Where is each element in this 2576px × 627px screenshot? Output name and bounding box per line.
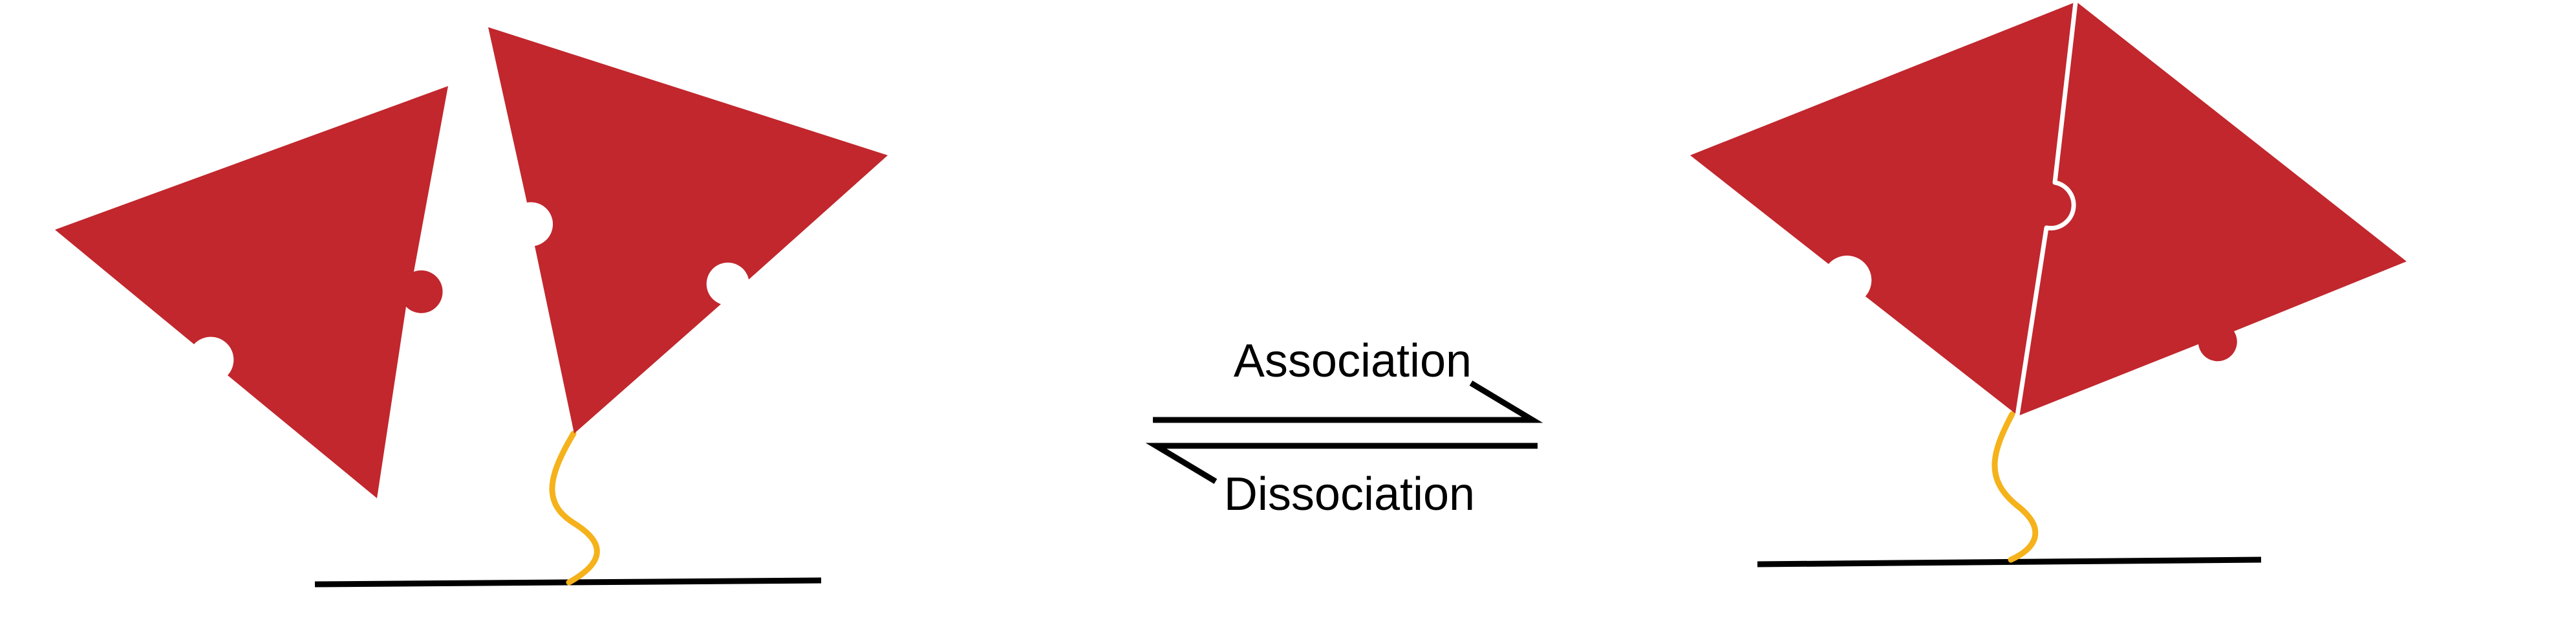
- dimer-subunit-right: [2019, 3, 2407, 415]
- reverse-half-arrow: [1145, 443, 1538, 484]
- dissociation-label: Dissociation: [1224, 468, 1475, 520]
- tether-left: [549, 430, 600, 586]
- associated-state: [1690, 2, 2407, 567]
- forward-half-arrow: [1153, 380, 1543, 423]
- tether-right: [1991, 411, 2039, 563]
- dimer-subunit-left: [1690, 3, 2074, 414]
- free-subunit: [55, 86, 448, 498]
- equilibrium-arrows: Association Dissociation: [1145, 335, 1543, 520]
- association-label: Association: [1234, 335, 1472, 387]
- dissociated-state: [55, 27, 888, 588]
- tethered-subunit: [488, 27, 888, 434]
- dimer-interface: [2015, 2, 2078, 416]
